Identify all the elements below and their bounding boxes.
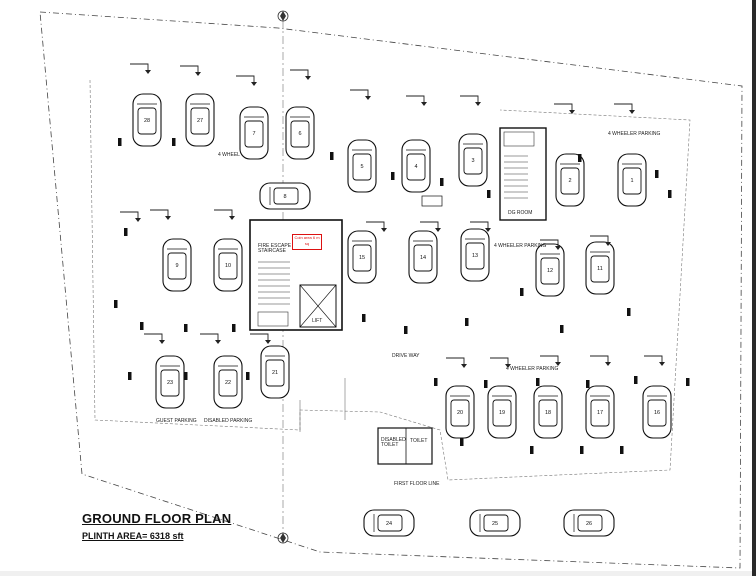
plan-title: GROUND FLOOR PLAN [82,511,232,526]
car-bay-17: 17 [585,385,615,439]
car-bay-number: 4 [414,164,417,170]
window-edge [752,0,756,576]
car-bay-15: 15 [347,230,377,284]
car-bay-number: 17 [597,410,603,416]
car-bay-10: 10 [213,238,243,292]
label-guest-parking: GUEST PARKING [156,418,197,424]
label-lift: LIFT [312,318,323,324]
car-bay-8: 8 [259,182,311,210]
car-bay-number: 23 [167,380,173,386]
car-bay-number: 15 [359,255,365,261]
car-bay-3: 3 [458,133,488,187]
car-bay-21: 21 [260,345,290,399]
car-bay-number: 12 [547,268,553,274]
label-disabled-parking: DISABLED PARKING [204,418,253,424]
car-bay-number: 16 [654,410,660,416]
car-bay-9: 9 [162,238,192,292]
car-bay-number: 28 [144,118,150,124]
car-bay-23: 23 [155,355,185,409]
car-bay-13: 13 [460,228,490,282]
car-bay-number: 21 [272,370,278,376]
car-bay-1: 1 [617,153,647,207]
stair-core [249,219,343,331]
car-bay-number: 5 [360,164,363,170]
car-bay-number: 22 [225,380,231,386]
car-bay-19: 19 [487,385,517,439]
stair-treads-right [504,155,528,199]
car-bay-26: 26 [563,509,615,537]
label-four-wheeler-short: 4 WHEEL [218,152,240,158]
car-bay-28: 28 [132,93,162,147]
car-bay-5: 5 [347,139,377,193]
bay-markers [114,63,690,454]
compass-top-icon [277,10,289,22]
parking-boundary [89,79,691,481]
car-bay-number: 10 [225,263,231,269]
label-disabled-toilet: DISABLED TOILET [381,437,406,448]
label-four-wheeler-parking-b: 4 WHEELER PARKING [494,243,547,249]
car-bay-27: 27 [185,93,215,147]
dg-room [421,195,443,207]
label-four-wheeler-parking-a: 4 WHEELER PARKING [608,131,661,137]
plinth-area: PLINTH AREA= 6318 sft [82,531,184,541]
car-bay-number: 8 [283,194,286,200]
car-bay-number: 19 [499,410,505,416]
label-dg-room: DG ROOM [508,210,533,216]
car-bay-number: 11 [597,266,603,272]
car-bay-7: 7 [239,106,269,160]
compass-bottom-icon [277,532,289,544]
label-toilet: TOILET [410,438,428,444]
stair-treads-left [258,261,290,305]
car-bay-number: 9 [175,263,178,269]
car-bay-number: 1 [630,178,633,184]
toilet-block [377,427,433,465]
car-bay-number: 3 [471,158,474,164]
lift-shaft [299,284,337,328]
bottom-strip [0,571,756,576]
car-bay-number: 20 [457,410,463,416]
red-note-box: Coin area 6 m sq [292,234,322,250]
car-bay-2: 2 [555,153,585,207]
car-bay-24: 24 [363,509,415,537]
car-bay-number: 25 [492,521,498,527]
car-bay-16: 16 [642,385,672,439]
car-bay-number: 14 [420,255,426,261]
car-bay-number: 2 [568,178,571,184]
label-first-floor-line: FIRST FLOOR LINE [394,481,440,487]
car-bay-number: 24 [386,521,392,527]
car-bay-number: 6 [298,131,301,137]
car-bay-25: 25 [469,509,521,537]
car-bay-number: 26 [586,521,592,527]
label-four-wheeler-parking-c: 4 WHEELER PARKING [506,366,559,372]
label-fire-escape: FIRE ESCAPE STAIRCASE [258,243,292,254]
car-bay-6: 6 [285,106,315,160]
car-bay-number: 27 [197,118,203,124]
car-bay-22: 22 [213,355,243,409]
car-bay-20: 20 [445,385,475,439]
plot-boundary [39,11,743,569]
car-bay-4: 4 [401,139,431,193]
car-bay-18: 18 [533,385,563,439]
label-drive-way: DRIVE WAY [392,353,420,359]
car-bay-14: 14 [408,230,438,284]
car-bay-11: 11 [585,241,615,295]
car-bay-number: 18 [545,410,551,416]
car-bay-number: 13 [472,253,478,259]
car-bay-12: 12 [535,243,565,297]
car-bay-number: 7 [252,131,255,137]
